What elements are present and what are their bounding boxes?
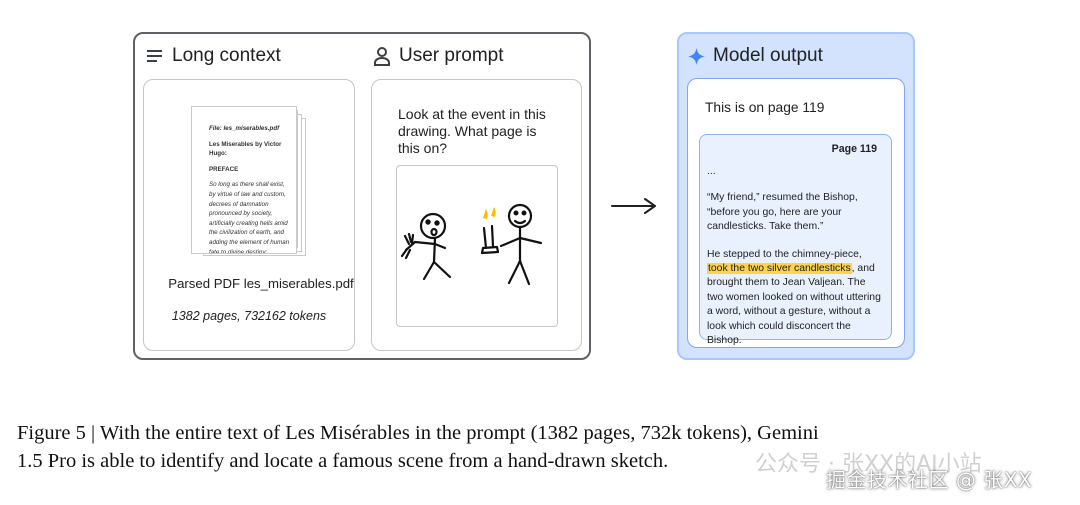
doc-book-title: Les Miserables by Victor Hugo: bbox=[209, 140, 282, 158]
figure-caption: Figure 5 | With the entire text of Les M… bbox=[17, 419, 1077, 475]
doc-section: PREFACE bbox=[209, 165, 239, 173]
model-output-header: Model output bbox=[688, 45, 823, 67]
doc-file-line: File: les_miserables.pdf bbox=[209, 125, 280, 132]
excerpt-text-after: , and brought them to Jean Valjean. The … bbox=[707, 263, 881, 347]
watermark-faint: 公众号 · 张XX的AI小站 bbox=[755, 452, 982, 477]
caption-line-1: Figure 5 | With the entire text of Les M… bbox=[17, 422, 819, 444]
highlighted-phrase: took the two silver candlesticks bbox=[707, 263, 852, 275]
page-number-label: Page 119 bbox=[831, 143, 877, 155]
model-output-title: Model output bbox=[713, 45, 823, 66]
file-label: Parsed PDF les_miserables.pdf bbox=[168, 276, 354, 291]
sparkle-icon bbox=[688, 47, 705, 65]
lines-icon bbox=[147, 50, 162, 62]
sketch-image bbox=[396, 165, 558, 327]
caption-line-2: 1.5 Pro is able to identify and locate a… bbox=[17, 450, 669, 472]
person-icon bbox=[374, 46, 390, 66]
excerpt-text-before: He stepped to the chimney-piece, bbox=[707, 248, 862, 260]
long-context-title: Long context bbox=[172, 45, 281, 66]
hand-drawn-sketch bbox=[400, 203, 543, 286]
page-excerpt-card: Page 119 ... “My friend,” resumed the Bi… bbox=[699, 134, 892, 346]
watermark-main: 掘金技术社区 @ 张XX bbox=[826, 468, 1033, 492]
doc-body: So long as there shall exist, by virtue … bbox=[209, 181, 290, 254]
excerpt-ellipsis: ... bbox=[707, 166, 716, 177]
long-context-header: Long context bbox=[147, 45, 281, 67]
user-prompt-header: User prompt bbox=[373, 45, 504, 67]
stats-label: 1382 pages, 732162 tokens bbox=[171, 309, 327, 323]
excerpt-paragraph-2: He stepped to the chimney-piece, took th… bbox=[707, 248, 882, 349]
user-prompt-title: User prompt bbox=[399, 45, 504, 66]
excerpt-paragraph-1: “My friend,” resumed the Bishop, “before… bbox=[707, 192, 858, 233]
model-answer: This is on page 119 bbox=[705, 100, 825, 115]
doc-page-front: File: les_miserables.pdf Les Miserables … bbox=[191, 106, 297, 254]
arrow-right-icon bbox=[611, 198, 656, 214]
prompt-question: Look at the event in this drawing. What … bbox=[398, 106, 546, 156]
